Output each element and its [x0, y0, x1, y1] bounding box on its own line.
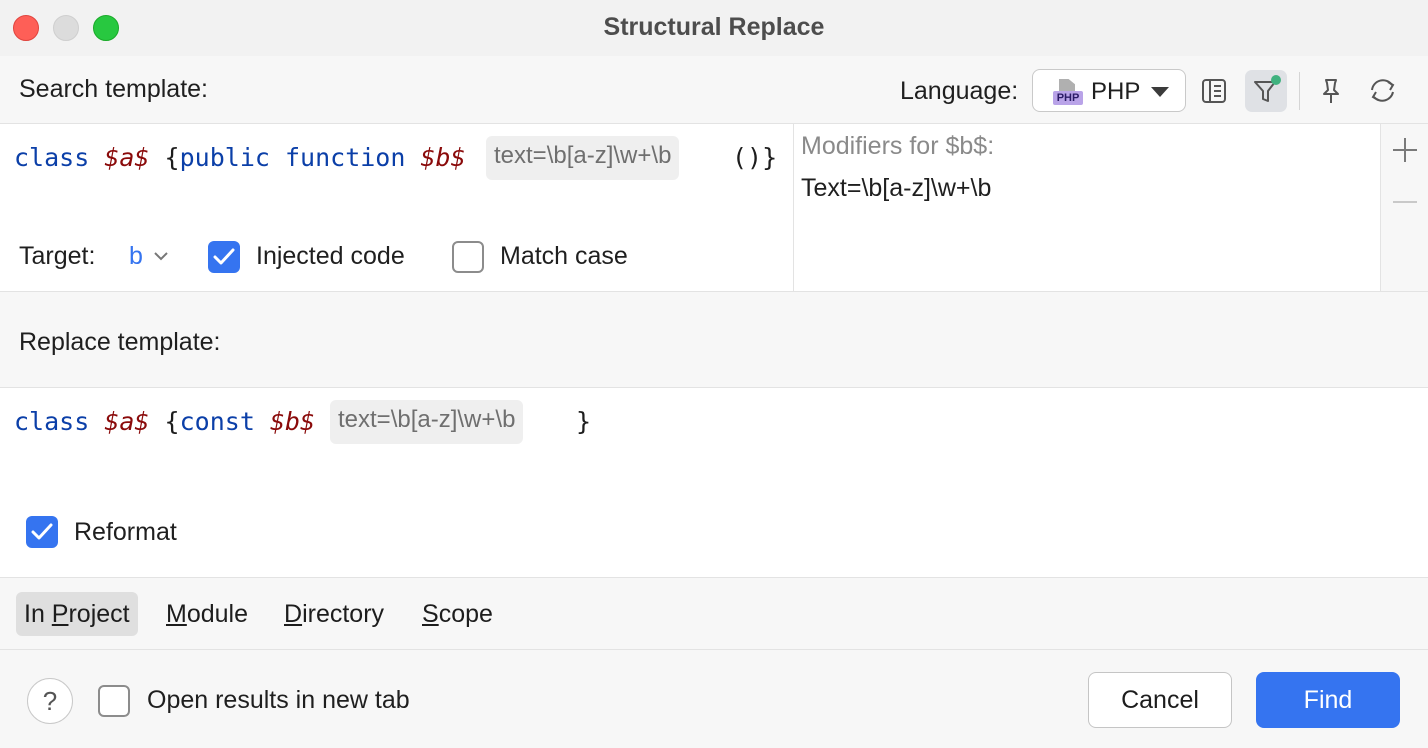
minimize-window-button[interactable]	[53, 15, 79, 41]
pin-button[interactable]	[1310, 70, 1352, 112]
injected-code-label: Injected code	[256, 242, 405, 270]
php-file-icon: PHP	[1053, 79, 1083, 106]
scope-tab-directory[interactable]: Directory	[276, 592, 392, 636]
tab-label: cope	[438, 600, 493, 628]
filter-button[interactable]	[1245, 70, 1287, 112]
replace-template-editor[interactable]: class $a$ {const $b$ text=\b[a-z]\w+\b }…	[0, 388, 1428, 578]
minus-icon[interactable]	[1391, 188, 1419, 216]
refresh-icon	[1371, 79, 1395, 102]
checkmark-icon	[31, 523, 53, 540]
close-window-button[interactable]	[13, 15, 39, 41]
window-title: Structural Replace	[603, 13, 825, 41]
language-label: Language:	[900, 77, 1019, 105]
title-bar: Structural Replace	[0, 0, 1428, 56]
code-keyword: class	[14, 143, 90, 172]
target-dropdown[interactable]: b	[127, 238, 177, 274]
code-keyword: const	[179, 407, 255, 436]
toggle-panel-button[interactable]	[1193, 70, 1235, 112]
injected-code-checkbox[interactable]	[208, 241, 240, 273]
code-brace: {	[164, 143, 180, 172]
modifiers-text-field[interactable]: Text=\b[a-z]\w+\b	[801, 174, 992, 202]
sidebar-panel-icon	[1202, 79, 1226, 103]
filter-icon	[1254, 75, 1281, 102]
reformat-checkbox[interactable]	[26, 516, 58, 548]
variable-filter-chip[interactable]: text=\b[a-z]\w+\b	[330, 400, 524, 444]
modifiers-panel: Modifiers for $b$: Text=\b[a-z]\w+\b	[793, 124, 1380, 292]
code-variable: $b$	[420, 143, 466, 172]
replace-template-header: Replace template:	[0, 292, 1428, 388]
chevron-down-icon	[154, 252, 168, 261]
open-results-new-tab-label: Open results in new tab	[147, 686, 410, 714]
match-case-checkbox[interactable]	[452, 241, 484, 273]
code-brace: {	[164, 407, 180, 436]
code-keyword: function	[284, 143, 406, 172]
code-variable: $a$	[104, 143, 150, 172]
code-keyword: public	[179, 143, 270, 172]
code-variable: $a$	[104, 407, 150, 436]
pin-icon	[1323, 79, 1339, 103]
modifiers-title: Modifiers for $b$:	[801, 132, 995, 160]
search-template-header: Search template: Language: PHP PHP	[0, 56, 1428, 124]
code-variable: $b$	[269, 407, 316, 436]
search-template-editor[interactable]: class $a$ {public function $b$ text=\b[a…	[0, 124, 793, 292]
match-case-label: Match case	[500, 242, 628, 270]
code-tail: }	[576, 407, 592, 436]
replace-template-label: Replace template:	[19, 328, 221, 356]
language-value: PHP	[1091, 78, 1141, 105]
code-tail: ()}	[732, 143, 778, 172]
checkmark-icon	[213, 248, 235, 265]
help-button[interactable]: ?	[27, 678, 73, 724]
tab-mnemonic: S	[422, 600, 439, 628]
target-value: b	[129, 242, 143, 270]
replace-code-line: class $a$ {const $b$	[14, 407, 315, 436]
toolbar-separator	[1299, 72, 1300, 110]
scope-bar: In Project Module Directory Scope	[0, 578, 1428, 650]
code-keyword: class	[14, 407, 90, 436]
scope-tab-in-project[interactable]: In Project	[16, 592, 138, 636]
tab-label: odule	[186, 600, 248, 628]
tab-mnemonic: M	[166, 600, 187, 628]
scope-tab-module[interactable]: Module	[158, 592, 256, 636]
search-template-label: Search template:	[19, 75, 208, 103]
dialog-footer: ? Open results in new tab Cancel Find	[0, 650, 1428, 748]
tab-mnemonic: P	[51, 600, 69, 628]
scope-tab-scope[interactable]: Scope	[414, 592, 501, 636]
caret-down-icon	[1151, 87, 1169, 97]
zoom-window-button[interactable]	[93, 15, 119, 41]
tab-label: roject	[68, 600, 130, 628]
variable-filter-chip[interactable]: text=\b[a-z]\w+\b	[486, 136, 680, 180]
question-icon: ?	[42, 686, 58, 716]
cancel-button[interactable]: Cancel	[1088, 672, 1232, 728]
find-button[interactable]: Find	[1256, 672, 1400, 728]
search-code-line: class $a$ {public function $b$	[14, 143, 466, 172]
plus-icon[interactable]	[1391, 136, 1419, 164]
target-label: Target:	[19, 242, 96, 270]
language-dropdown[interactable]: PHP PHP	[1032, 69, 1186, 112]
tab-label: irectory	[302, 600, 385, 628]
open-results-new-tab-checkbox[interactable]	[98, 685, 130, 717]
refresh-button[interactable]	[1362, 70, 1404, 112]
tab-mnemonic: D	[284, 600, 303, 628]
tab-label: In	[24, 600, 52, 628]
reformat-label: Reformat	[74, 518, 177, 546]
modifiers-toolbar	[1380, 124, 1428, 292]
